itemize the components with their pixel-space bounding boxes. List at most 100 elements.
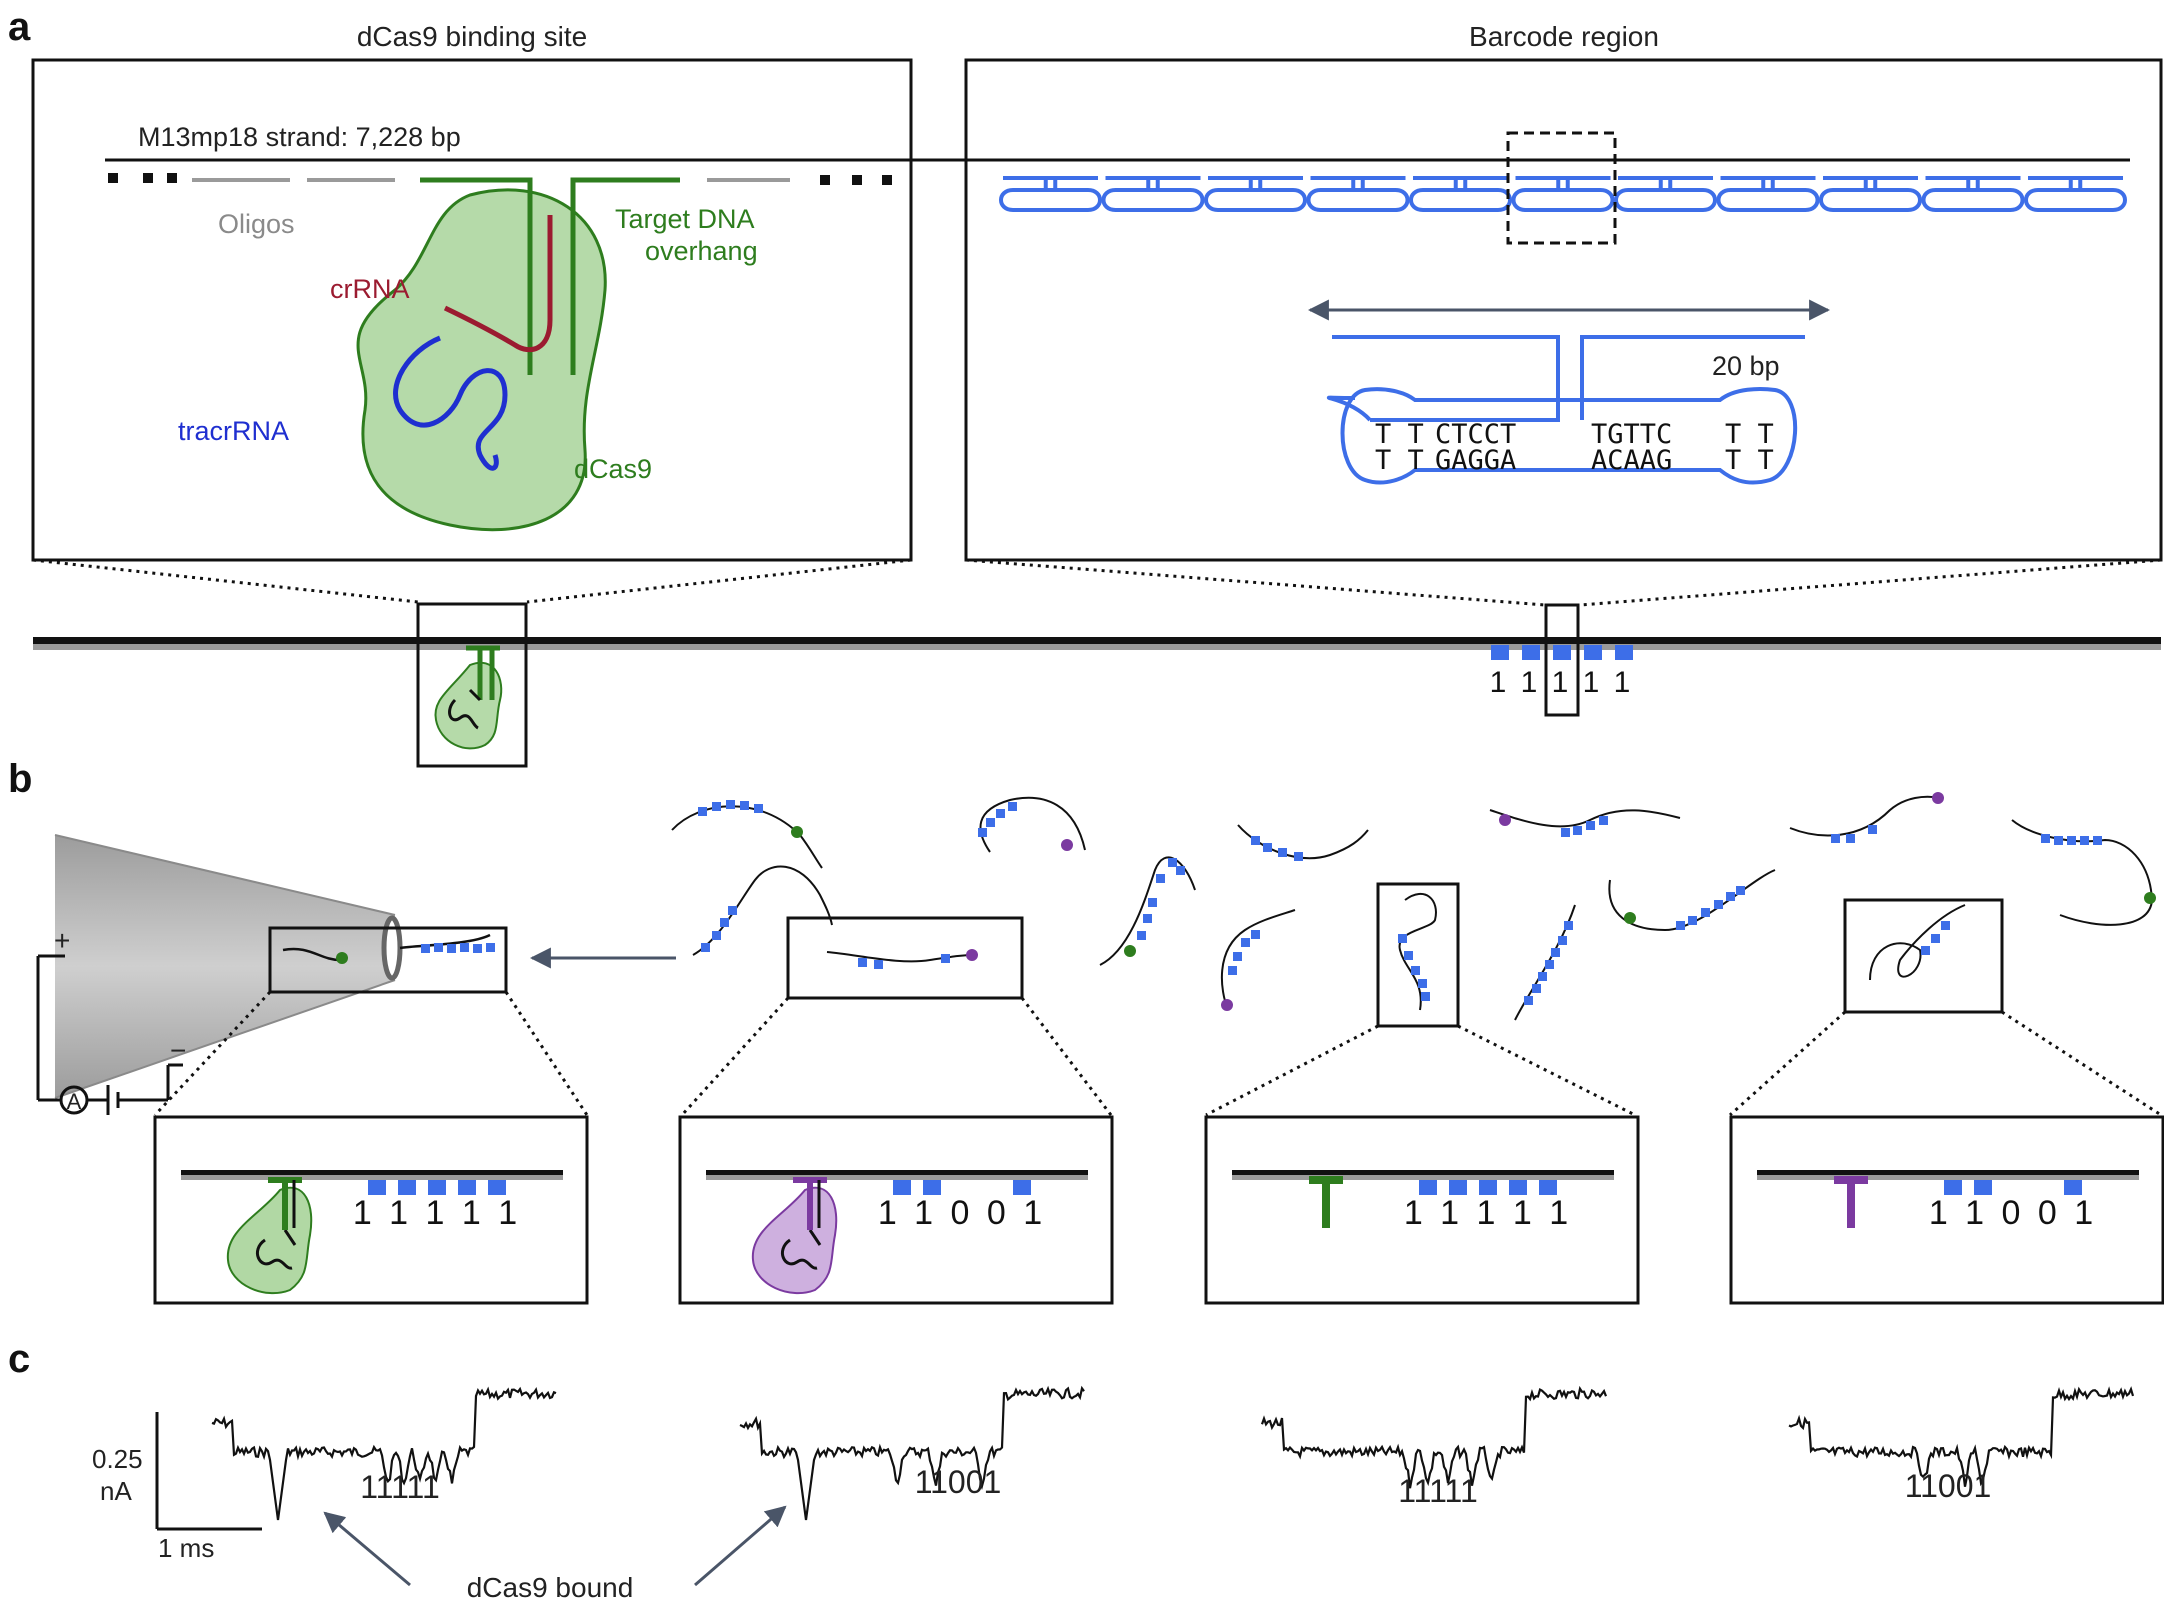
hairpin-seq-top-2: TGTTC bbox=[1591, 419, 1672, 450]
zoom-bit-block bbox=[893, 1180, 911, 1195]
strand-dots-right bbox=[820, 175, 892, 185]
zoom-box-3-bit bbox=[1411, 966, 1420, 975]
zoom-bit-block bbox=[458, 1180, 476, 1195]
crrna-strand bbox=[443, 215, 553, 353]
free-strand-bit bbox=[1868, 825, 1877, 834]
free-dna-strands bbox=[671, 792, 2156, 1021]
strand-zoom-box-3 bbox=[1376, 882, 1460, 1028]
free-strand-bit bbox=[2041, 834, 2050, 843]
zoom-overhang-marker bbox=[793, 1177, 827, 1230]
free-strand bbox=[1608, 869, 1776, 932]
strand-dots-left bbox=[108, 173, 177, 183]
free-strand-label-dot bbox=[791, 826, 803, 838]
free-strand-label-dot bbox=[1932, 792, 1944, 804]
zoom-bit-block bbox=[923, 1180, 941, 1195]
current-trace bbox=[739, 1385, 1085, 1521]
zoom-strand-gray bbox=[181, 1175, 563, 1180]
free-strand-bit bbox=[2093, 836, 2102, 845]
free-strand-bit bbox=[986, 818, 995, 827]
zoom-free-overhang-marker bbox=[1834, 1176, 1868, 1228]
translocating-barcode-bits bbox=[421, 943, 495, 953]
free-strand-bit bbox=[2054, 836, 2063, 845]
free-strand-bit bbox=[1736, 886, 1745, 895]
trans-bit-block bbox=[447, 944, 456, 953]
zoom-rna-squiggle bbox=[780, 1229, 822, 1270]
tracrrna-strand bbox=[393, 335, 508, 471]
zoom-free-overhang-marker bbox=[1309, 1176, 1343, 1228]
free-strand-bit bbox=[1714, 900, 1723, 909]
bound-arrow-2 bbox=[694, 1505, 787, 1587]
free-strand-bit bbox=[1251, 836, 1260, 845]
barcode-locator-box bbox=[1544, 603, 1580, 717]
free-strand-bit bbox=[720, 918, 729, 927]
panel-label-b: b bbox=[8, 757, 32, 801]
selected-hairpin-dashed-box bbox=[1506, 131, 1617, 245]
free-strand-bit bbox=[1168, 858, 1177, 867]
barcode-hairpin bbox=[2024, 176, 2127, 212]
target-dna-label-line1: Target DNA bbox=[615, 204, 755, 234]
free-strand-bit bbox=[740, 801, 749, 810]
hairpin-top-strands bbox=[1326, 335, 1805, 422]
free-strand-bit bbox=[728, 906, 737, 915]
zoom-box-2-dot bbox=[966, 949, 978, 961]
barcode-hairpin bbox=[1306, 176, 1410, 212]
barcode-hairpin bbox=[1409, 176, 1512, 212]
translocating-strand-left bbox=[282, 947, 341, 962]
strand-zoom-box-2 bbox=[786, 916, 1024, 1000]
zoom-strand-black bbox=[181, 1170, 563, 1175]
free-strand-label-dot bbox=[1124, 945, 1136, 957]
free-strand-bit bbox=[1294, 852, 1303, 861]
trace-bits-label: 11111 bbox=[1398, 1473, 1477, 1509]
free-strand-bit bbox=[1676, 921, 1685, 930]
dcas9-protein-shape bbox=[356, 188, 607, 532]
hairpin-top-left: T T bbox=[1375, 419, 1424, 450]
strand-bit-block bbox=[1522, 645, 1540, 660]
free-strand-label-dot bbox=[1624, 912, 1636, 924]
barcode-hairpin bbox=[1819, 176, 1922, 212]
zoom-box-3-strand bbox=[1398, 893, 1437, 1011]
zoom-bit-block bbox=[1013, 1180, 1031, 1195]
free-strand-bit bbox=[978, 828, 987, 837]
zoom-bit-block bbox=[1479, 1180, 1497, 1195]
dcas9-bound-label: dCas9 bound bbox=[467, 1572, 634, 1603]
circuit-minus: − bbox=[170, 1035, 186, 1066]
zoom-bit-block bbox=[1419, 1180, 1437, 1195]
translocating-strand-right bbox=[399, 933, 491, 950]
zoom-strand-black bbox=[1757, 1170, 2139, 1175]
panel-b-zoom-lines bbox=[153, 990, 2162, 1117]
target-dna-label-line2: overhang bbox=[645, 236, 758, 266]
strand-bit-block bbox=[1553, 645, 1571, 660]
strand-bit-block bbox=[1615, 645, 1633, 660]
zoom-box-2-bit bbox=[858, 958, 867, 967]
trans-bit-block bbox=[486, 943, 495, 952]
free-strand-bit bbox=[701, 943, 710, 952]
barcode-hairpin bbox=[1101, 176, 1205, 212]
zoom-box-2-bit bbox=[941, 954, 950, 963]
free-strand-bit bbox=[1564, 921, 1573, 930]
full-strand-black bbox=[33, 637, 2161, 644]
zoom-bit-digits: 1 1 1 1 1 bbox=[353, 1194, 521, 1232]
trans-bit-block bbox=[460, 943, 469, 952]
barcode-hairpin bbox=[999, 176, 1102, 212]
free-strand-bit bbox=[1846, 834, 1855, 843]
barcode-hairpin-row bbox=[999, 176, 2127, 212]
free-strand-bit bbox=[1233, 952, 1242, 961]
zoom-box-4-bit bbox=[1931, 934, 1940, 943]
scale-current: 0.25 bbox=[92, 1444, 143, 1474]
zoom-overhang-marker bbox=[268, 1177, 302, 1230]
current-trace bbox=[211, 1386, 557, 1521]
panel-label-c: c bbox=[8, 1337, 30, 1381]
trace-bits-label: 11001 bbox=[915, 1464, 1002, 1500]
free-strand-bit bbox=[712, 802, 721, 811]
zoom-bit-block bbox=[2064, 1180, 2082, 1195]
dcas9-site-locator-box bbox=[416, 602, 528, 768]
zoom-strand-gray bbox=[1232, 1175, 1614, 1180]
hairpin-seq-top-1: CTCCT bbox=[1435, 419, 1516, 450]
free-strand-bit bbox=[1599, 816, 1608, 825]
left-box-title: dCas9 binding site bbox=[357, 21, 587, 52]
zoom-bit-block bbox=[1539, 1180, 1557, 1195]
barcode-hairpin bbox=[1511, 176, 1615, 212]
free-strand bbox=[671, 805, 823, 869]
